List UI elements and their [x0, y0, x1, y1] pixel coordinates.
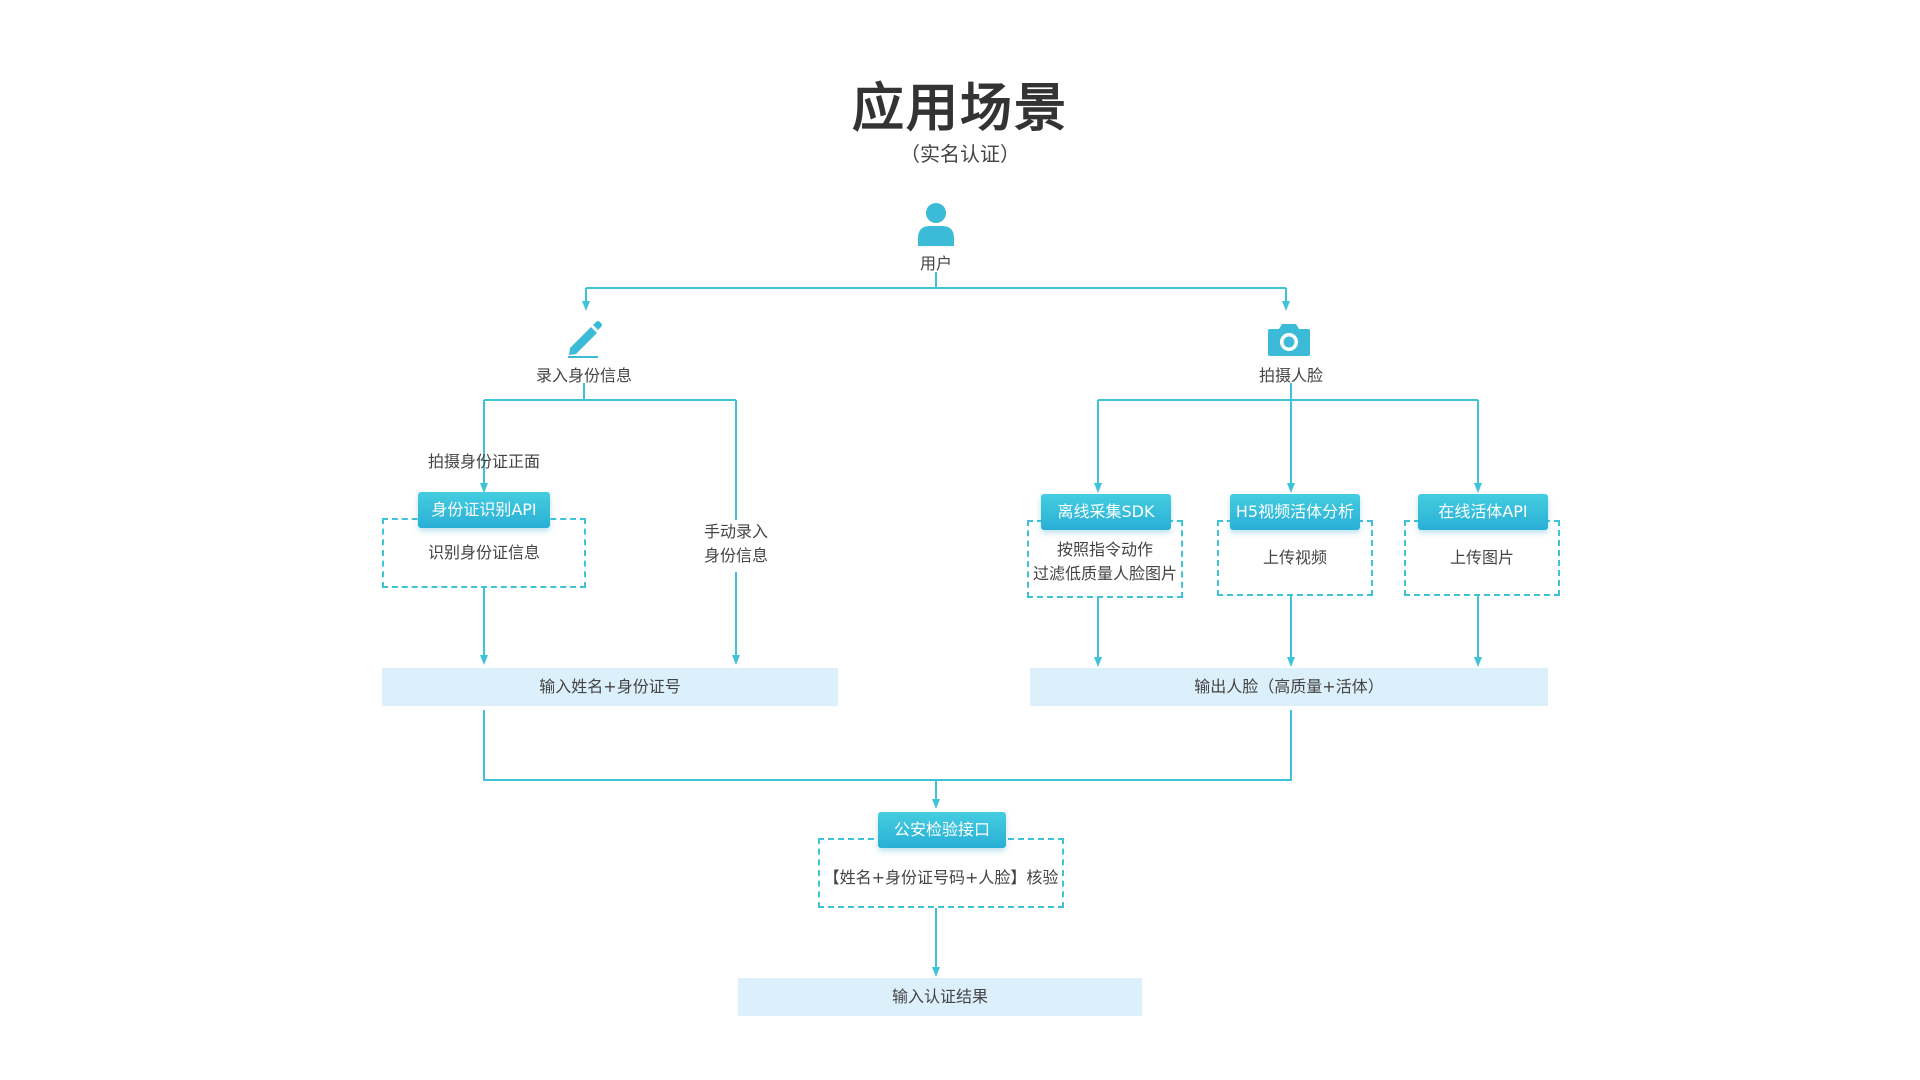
band-auth-result: 输入认证结果	[738, 978, 1142, 1016]
id-recognition-text: 识别身份证信息	[427, 543, 540, 562]
offline-sdk-line1: 按照指令动作	[1056, 540, 1153, 559]
online-liveness-box: 上传图片	[1404, 520, 1560, 596]
h5-liveness-tag: H5视频活体分析	[1230, 494, 1360, 530]
user-icon	[918, 202, 954, 246]
offline-sdk-line2: 过滤低质量人脸图片	[1032, 564, 1177, 583]
manual-entry-line1: 手动录入	[703, 522, 768, 541]
page-subtitle: （实名认证）	[900, 142, 1020, 166]
offline-sdk-tag: 离线采集SDK	[1041, 494, 1171, 530]
online-liveness-text: 上传图片	[1449, 548, 1514, 567]
police-check-box: 【姓名+身份证号码+人脸】核验	[818, 838, 1064, 908]
offline-sdk-box: 按照指令动作 过滤低质量人脸图片	[1027, 520, 1183, 598]
police-check-text: 【姓名+身份证号码+人脸】核验	[823, 868, 1059, 887]
online-liveness-tag: 在线活体API	[1418, 494, 1548, 530]
manual-entry-line2: 身份信息	[703, 546, 768, 565]
pencil-icon	[564, 318, 604, 358]
capture-face-label: 拍摄人脸	[1258, 366, 1323, 385]
manual-entry-text: 手动录入 身份信息	[686, 520, 786, 568]
id-recognition-box: 识别身份证信息	[382, 518, 586, 588]
police-check-tag: 公安检验接口	[878, 812, 1006, 848]
page-title: 应用场景	[851, 79, 1068, 139]
band-input-name-id: 输入姓名+身份证号	[382, 668, 838, 706]
h5-liveness-box: 上传视频	[1217, 520, 1373, 596]
photo-id-front-label: 拍摄身份证正面	[427, 452, 540, 471]
input-id-label: 录入身份信息	[535, 366, 632, 385]
band-output-face: 输出人脸（高质量+活体）	[1030, 668, 1548, 706]
camera-icon	[1268, 322, 1310, 356]
user-label: 用户	[919, 254, 952, 273]
h5-liveness-text: 上传视频	[1262, 548, 1327, 567]
id-recognition-api-tag: 身份证识别API	[418, 492, 550, 528]
connector-left-band-down	[483, 710, 1292, 781]
